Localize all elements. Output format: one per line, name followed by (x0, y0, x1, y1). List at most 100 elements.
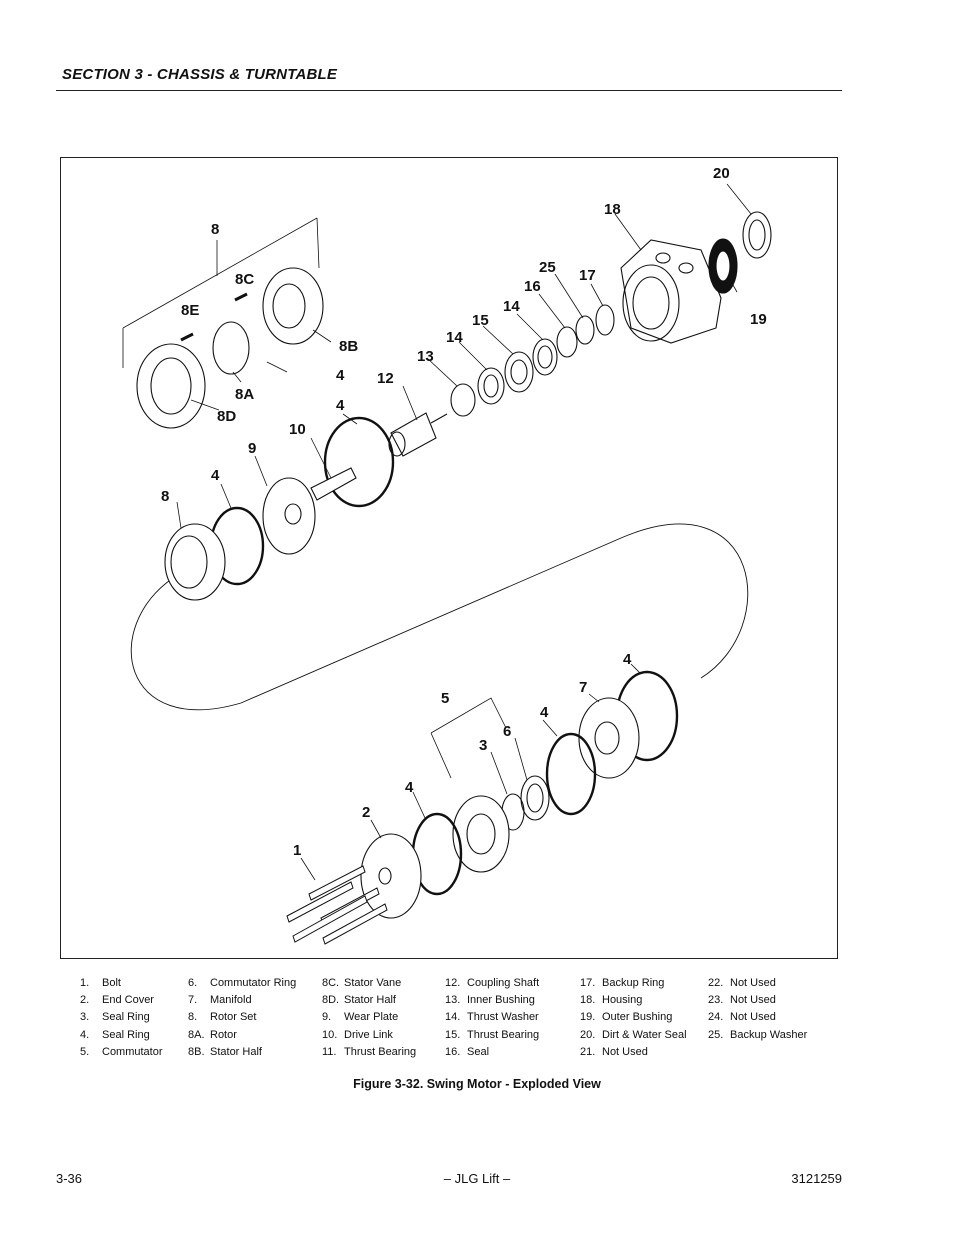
legend-item-text: Thrust Bearing (344, 1045, 417, 1058)
part-callout: 8 (161, 488, 169, 505)
legend-item: 19.Outer Bushing (580, 1009, 687, 1026)
housing-part (620, 239, 722, 344)
stator-vane-e-part (180, 332, 194, 342)
part-callout: 5 (441, 690, 449, 707)
legend-item: 16. Seal (445, 1044, 539, 1061)
legend-item: 10.Drive Link (322, 1027, 416, 1044)
seal-ring-lower-mid-part (545, 732, 597, 816)
rotor-set-bracket (122, 217, 320, 368)
stator-vane-part (234, 292, 248, 302)
legend-item-number: 22. (708, 977, 724, 989)
inner-bushing-part (450, 383, 476, 417)
legend-item: 3.Seal Ring (80, 1009, 163, 1026)
legend-item-text: Housing (602, 994, 643, 1007)
legend-item-number: 16. (445, 1045, 461, 1058)
part-callout: 14 (446, 329, 463, 346)
legend-item-number: 18. (580, 994, 596, 1007)
legend-item-text: Backup Ring (602, 977, 665, 989)
page-number: 3-36 (56, 1171, 83, 1186)
seal-ring-upper-part (323, 416, 395, 508)
legend-item: 17. Backup Ring (580, 975, 687, 992)
legend-item-number: 12. (445, 977, 461, 989)
figure-caption: Figure 3-32. Swing Motor - Exploded View (353, 1077, 601, 1091)
part-callout: 4 (540, 704, 549, 721)
part-callout: 8E (181, 302, 199, 319)
commutator-bracket (430, 697, 507, 779)
legend-item: 24.Not Used (708, 1009, 807, 1026)
part-callout: 3 (479, 737, 487, 754)
part-callout: 9 (248, 440, 256, 457)
legend-item-number: 10. (322, 1028, 338, 1041)
backup-washer-part (575, 315, 595, 345)
header-rule (56, 90, 842, 91)
legend-item-text: Seal Ring (102, 1028, 150, 1041)
legend-item: 15.Thrust Bearing (445, 1027, 539, 1044)
legend-item-text: Stator Half (210, 1045, 262, 1058)
legend-item-text: Commutator (102, 1045, 163, 1058)
legend-item-text: Commutator Ring (210, 977, 297, 989)
legend-item-number: 1. (80, 977, 90, 989)
part-callout: 7 (579, 679, 587, 696)
swing-motor-drawing: 201888C2517168E1419158B141348A128D410948… (122, 165, 772, 945)
legend-item-number: 4. (80, 1028, 90, 1041)
part-callout: 1 (293, 842, 301, 859)
legend-item-number: 8A. (188, 1028, 205, 1041)
commutator-ring-part (520, 775, 550, 821)
legend-item-number: 25. (708, 1028, 724, 1041)
legend-item: 12.Coupling Shaft (445, 975, 539, 992)
legend-item-text: Outer Bushing (602, 1011, 673, 1024)
end-cover-part (360, 833, 422, 919)
dirt-water-seal-part (742, 211, 772, 259)
legend-item-text: Not Used (730, 994, 776, 1007)
legend-item: 2. End Cover (80, 992, 163, 1009)
part-callout: 6 (503, 723, 511, 740)
manifold-part (578, 697, 640, 779)
legend-item-number: 8. (188, 1011, 198, 1024)
legend-item: 21. Not Used (580, 1044, 687, 1061)
part-callout: 15 (472, 312, 489, 329)
section-title: SECTION 3 - CHASSIS & TURNTABLE (62, 66, 338, 83)
commutator-part (452, 795, 510, 873)
legend-item-number: 7. (188, 994, 198, 1007)
part-callout: 8B (339, 338, 358, 355)
legend-item-number: 17. (580, 977, 596, 989)
legend-item-number: 14. (445, 1011, 461, 1024)
document-number: 3121259 (791, 1171, 842, 1186)
legend-item: 7.Manifold (188, 992, 296, 1009)
legend-item: 9.Wear Plate (322, 1009, 416, 1026)
legend-item-number: 8C. (322, 977, 340, 989)
legend-item: 1. Bolt (80, 975, 163, 992)
footer-publisher: – JLG Lift – (443, 1171, 511, 1186)
legend-item: 20.Dirt & Water Seal (580, 1027, 687, 1044)
legend-item-text: End Cover (102, 994, 154, 1007)
rotor-set-lower-part (164, 523, 226, 601)
coupling-shaft-part (388, 412, 448, 457)
legend-item-number: 21. (580, 1045, 596, 1058)
part-callout: 8D (217, 408, 236, 425)
bolts-part (286, 865, 388, 945)
legend-item-text: Not Used (602, 1045, 648, 1058)
legend-item-text: Inner Bushing (467, 994, 535, 1007)
assembly-loop-line (130, 523, 749, 710)
legend-item-number: 2. (80, 994, 90, 1007)
legend-item-text: Bolt (102, 977, 121, 989)
legend-item: 5. Commutator (80, 1044, 163, 1061)
part-callout: 4 (336, 397, 345, 414)
legend-item-number: 8D. (322, 994, 340, 1007)
legend-item-text: Seal (467, 1045, 490, 1058)
legend-item: 6.Commutator Ring (188, 975, 296, 992)
legend-item-text: Backup Washer (730, 1028, 808, 1041)
legend-item: 22.Not Used (708, 975, 807, 992)
legend-item-text: Stator Half (344, 994, 396, 1007)
seal-part (556, 326, 578, 358)
thrust-washer-2-part (477, 367, 505, 405)
stator-half-8d-part (136, 343, 206, 429)
legend-item-text: Rotor (210, 1028, 237, 1041)
drive-link-part (310, 467, 357, 501)
thrust-washer-part (532, 338, 558, 376)
part-callout: 4 (623, 651, 632, 668)
stator-half-8b-part (262, 267, 324, 345)
legend-item-number: 5. (80, 1045, 90, 1058)
legend-column: 1. Bolt 2. End Cover 3.Seal Ring 4. Seal Ring 5… (80, 975, 163, 1061)
